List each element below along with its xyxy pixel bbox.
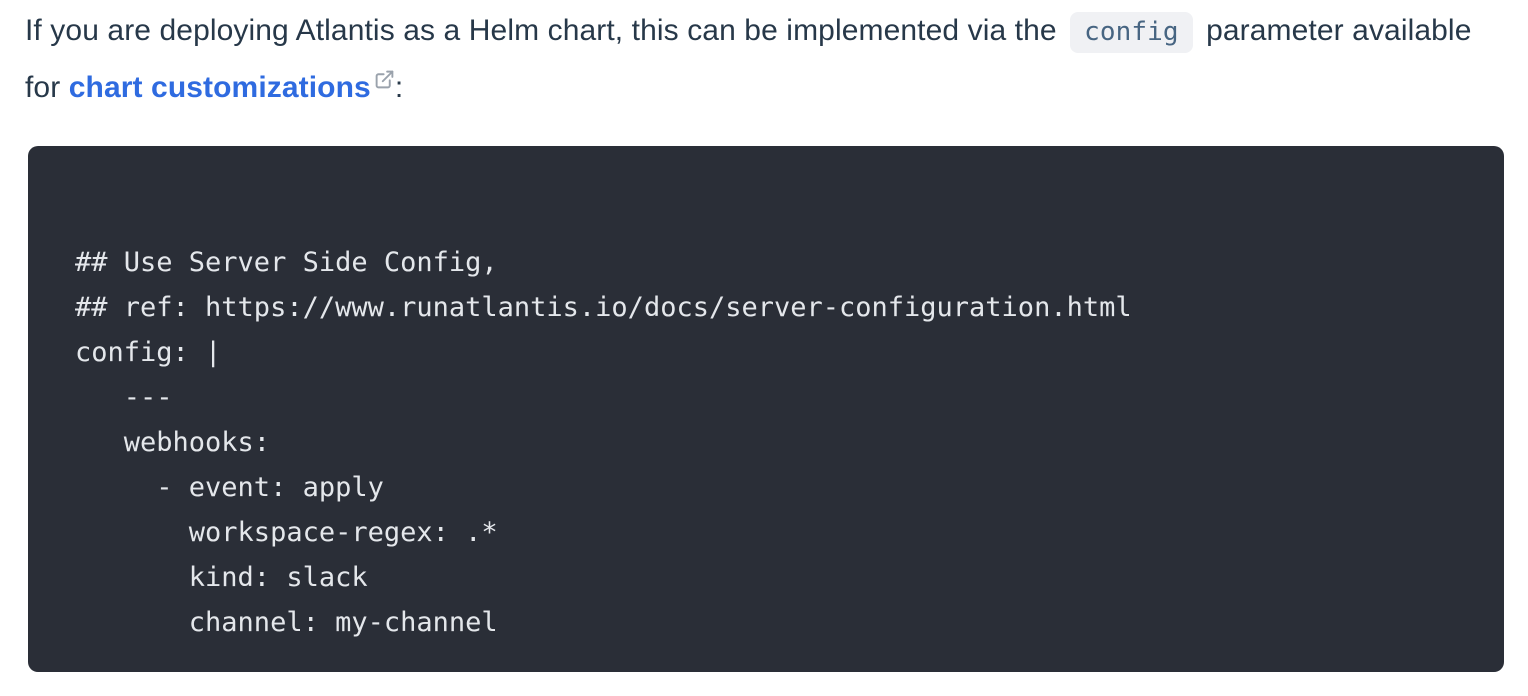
paragraph-text-start: If you are deploying Atlantis as a Helm … xyxy=(25,14,1057,47)
paragraph-text-end: : xyxy=(394,71,404,104)
inline-code-config: config xyxy=(1070,12,1193,53)
code-pre: ## Use Server Side Config, ## ref: https… xyxy=(28,146,1504,672)
chart-customizations-link[interactable]: chart customizations xyxy=(68,70,395,104)
doc-content: If you are deploying Atlantis as a Helm … xyxy=(25,3,1504,672)
paragraph-text-middle: parameter available for xyxy=(25,14,1472,104)
code-text: ## Use Server Side Config, ## ref: https… xyxy=(75,247,1132,638)
paragraph: If you are deploying Atlantis as a Helm … xyxy=(25,3,1487,115)
yaml-code-block: ## Use Server Side Config, ## ref: https… xyxy=(28,146,1504,672)
external-link-icon xyxy=(375,70,394,89)
chart-customizations-link-label: chart customizations xyxy=(68,71,371,104)
